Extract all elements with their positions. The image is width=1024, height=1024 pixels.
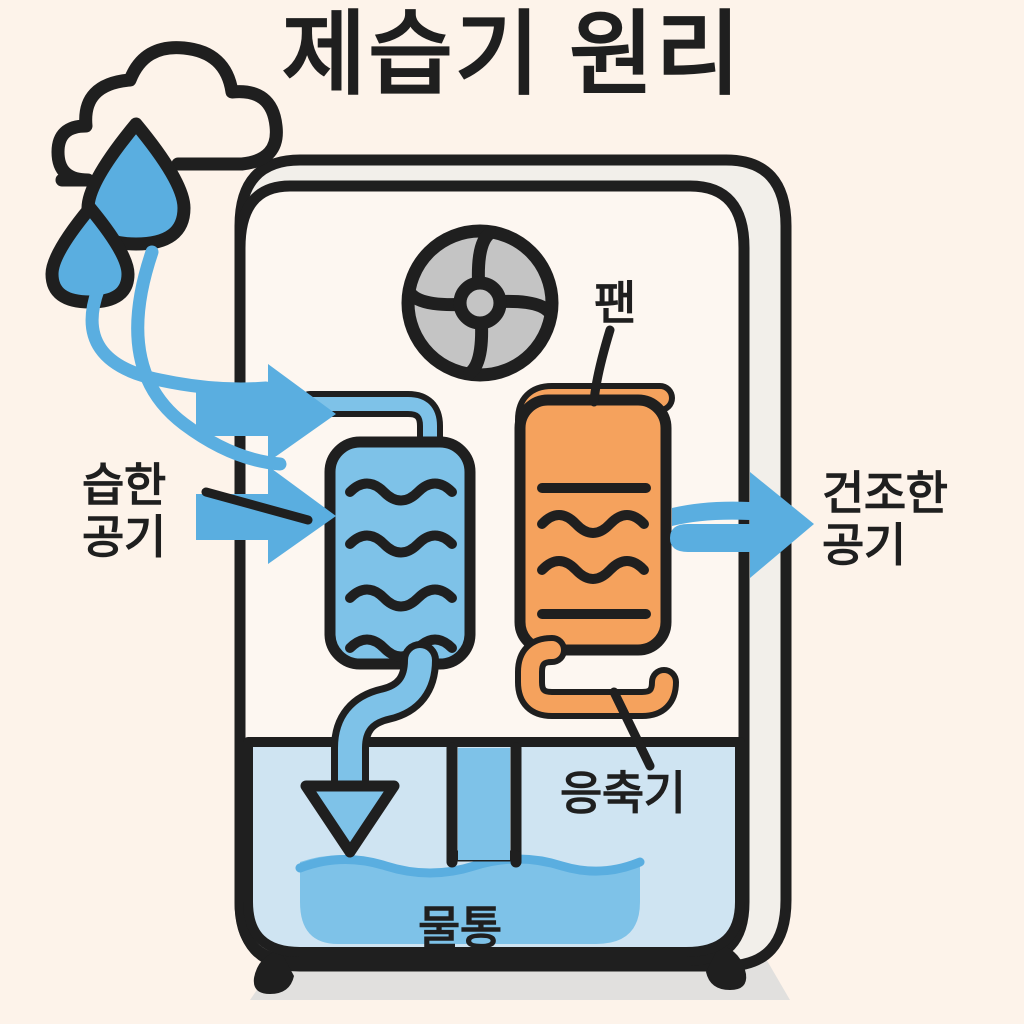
label-dry-air: 건조한 공기: [822, 467, 948, 571]
leader-line-fan: [589, 325, 615, 407]
drain-pipe: [300, 641, 439, 858]
label-fan: 팬: [594, 277, 636, 329]
label-humid-air: 습한 공기: [82, 459, 166, 563]
unit-feet: [253, 944, 747, 994]
raindrop-icon: [81, 117, 191, 251]
label-condenser: 응축기: [560, 767, 686, 819]
label-water-tank: 물통: [418, 902, 502, 954]
leader-line-humid-air: [201, 487, 313, 525]
fan-icon: [401, 224, 559, 382]
arrow-right-icon: [196, 364, 336, 564]
page-title: 제습기 원리: [281, 4, 743, 106]
evaporator-coil: [297, 391, 476, 670]
arrow-right-icon: [670, 472, 814, 578]
water-tank: [243, 737, 745, 957]
cloud-icon: [51, 41, 283, 187]
airflow-streamlines: [85, 245, 287, 471]
leader-line-condenser: [609, 687, 655, 771]
